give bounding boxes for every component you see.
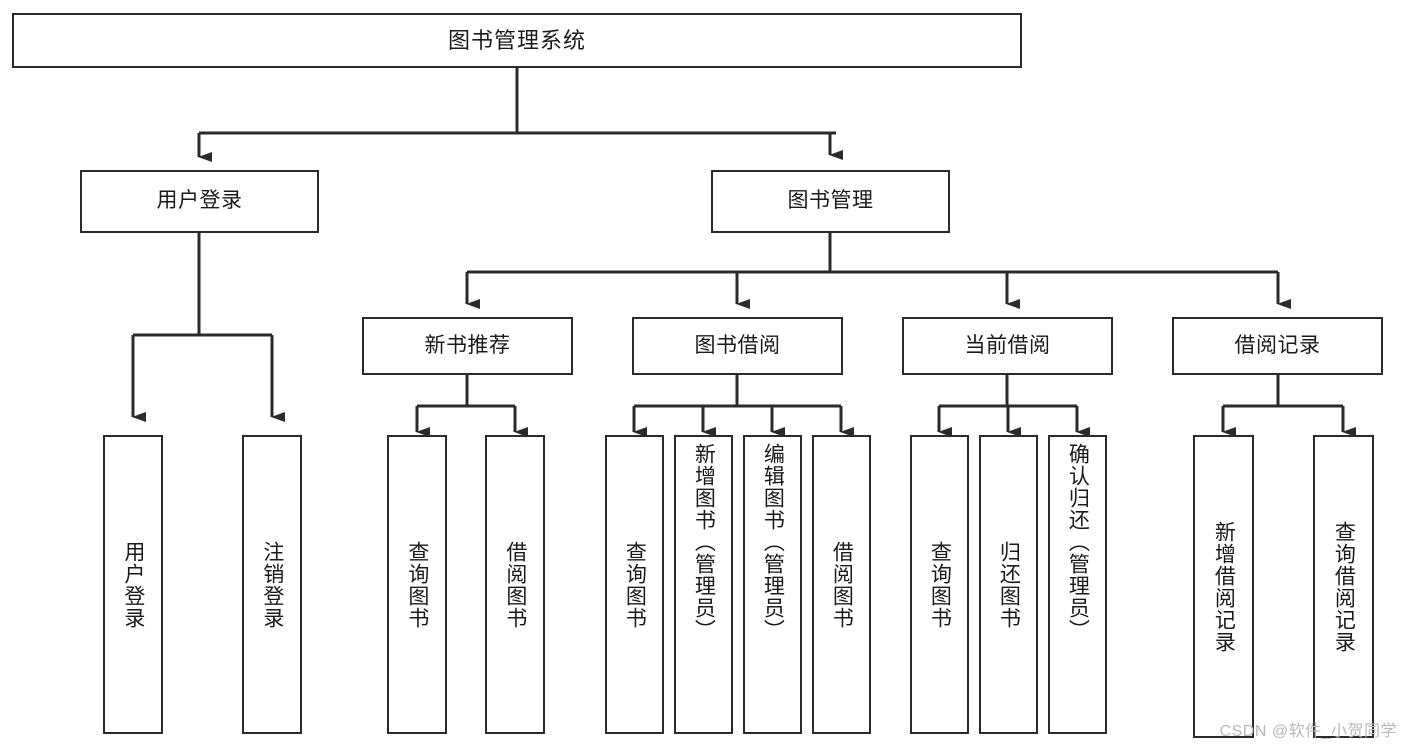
leaf-query-book-2-label: 查询图书 [623,540,647,629]
watermark: CSDN @软件_小贺同学 [1219,723,1397,740]
leaf-query-book-2[interactable]: 查询图书 [605,435,664,734]
leaf-borrow-book-1[interactable]: 借阅图书 [485,435,545,734]
leaf-user-logout-label: 注销登录 [260,540,284,629]
leaf-borrow-book-2[interactable]: 借阅图书 [812,435,871,734]
leaf-edit-book[interactable]: 编辑图书（管理员） [743,435,802,734]
leaf-query-record-label: 查询借阅记录 [1332,520,1356,653]
node-root[interactable]: 图书管理系统 [12,13,1022,68]
node-current-borrow[interactable]: 当前借阅 [902,317,1113,375]
leaf-add-record-label: 新增借阅记录 [1212,520,1236,653]
leaf-return-book-label: 归还图书 [997,540,1021,629]
leaf-add-book-label: 新增图书（管理员） [692,443,716,641]
node-borrow-record-label: 借阅记录 [1234,333,1321,357]
leaf-add-record[interactable]: 新增借阅记录 [1193,435,1254,738]
leaf-query-book-1-label: 查询图书 [405,540,429,629]
node-new-book-rec-label: 新书推荐 [424,333,511,357]
node-borrow-record[interactable]: 借阅记录 [1172,317,1383,375]
node-root-label: 图书管理系统 [447,27,586,53]
leaf-edit-book-label: 编辑图书（管理员） [761,443,785,641]
node-book-borrow[interactable]: 图书借阅 [632,317,843,375]
leaf-add-book[interactable]: 新增图书（管理员） [674,435,733,734]
leaf-query-book-3[interactable]: 查询图书 [910,435,969,734]
node-book-borrow-label: 图书借阅 [694,333,781,357]
leaf-confirm-return-label: 确认归还（管理员） [1066,443,1090,641]
leaf-borrow-book-2-label: 借阅图书 [830,540,854,629]
node-user-login[interactable]: 用户登录 [80,170,319,233]
leaf-user-login-label: 用户登录 [121,540,145,629]
node-current-borrow-label: 当前借阅 [964,333,1051,357]
leaf-return-book[interactable]: 归还图书 [979,435,1038,734]
leaf-confirm-return[interactable]: 确认归还（管理员） [1048,435,1107,734]
node-book-manage-label: 图书管理 [787,189,874,213]
node-user-login-label: 用户登录 [156,189,243,213]
node-new-book-rec[interactable]: 新书推荐 [362,317,573,375]
leaf-user-logout[interactable]: 注销登录 [242,435,302,734]
leaf-user-login[interactable]: 用户登录 [103,435,163,734]
leaf-borrow-book-1-label: 借阅图书 [503,540,527,629]
leaf-query-book-1[interactable]: 查询图书 [387,435,447,734]
leaf-query-record[interactable]: 查询借阅记录 [1313,435,1374,738]
node-book-manage[interactable]: 图书管理 [711,170,950,233]
leaf-query-book-3-label: 查询图书 [928,540,952,629]
